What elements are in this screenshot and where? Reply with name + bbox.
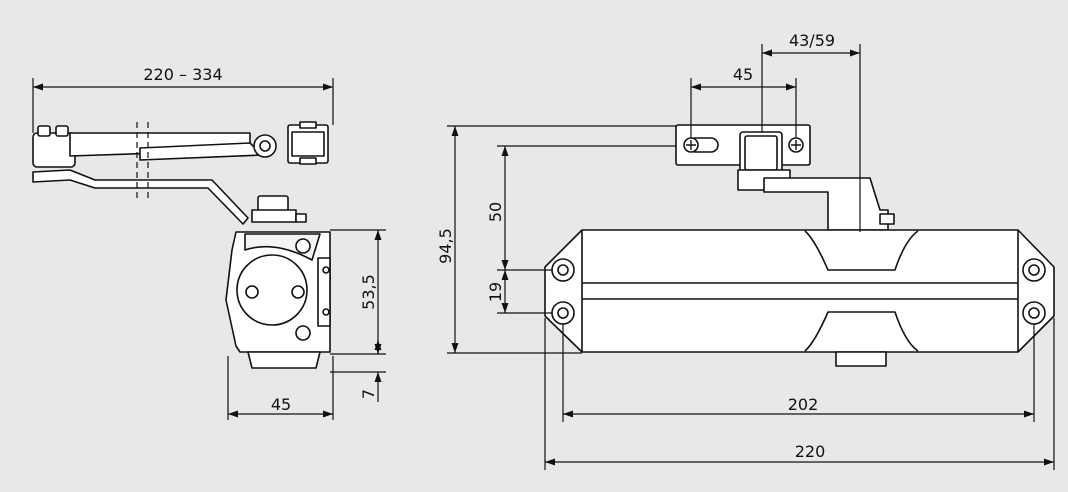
closer-body-front [544,229,1055,367]
label-arm-length: 220 – 334 [143,65,222,84]
pinion-nut [251,195,307,223]
label-body-height: 53,5 [359,274,378,310]
label-depth: 45 [271,395,291,414]
front-view-dimensions [447,44,1055,470]
lower-arm [32,169,249,225]
label-offset: 7 [359,389,378,399]
label-total-height: 94,5 [436,228,455,264]
label-total-length: 220 [795,442,826,461]
front-view-labels: 45 43/59 94,5 50 19 202 220 [436,31,835,461]
label-arm-height: 50 [486,202,505,222]
arm-link [763,177,895,231]
label-hole-vertical: 19 [486,282,505,302]
label-hole-horizontal: 202 [788,395,819,414]
closer-body-side [225,231,331,369]
front-view [544,124,1055,367]
side-view-dimensions [32,78,386,420]
break-lines [136,122,149,202]
label-arm-offset: 43/59 [789,31,835,50]
side-view [32,121,331,369]
side-view-labels: 220 – 334 53,5 7 45 [143,65,378,414]
label-plate-spacing: 45 [733,65,753,84]
arm-mounting-plate [675,124,811,191]
upper-arm [32,121,329,168]
